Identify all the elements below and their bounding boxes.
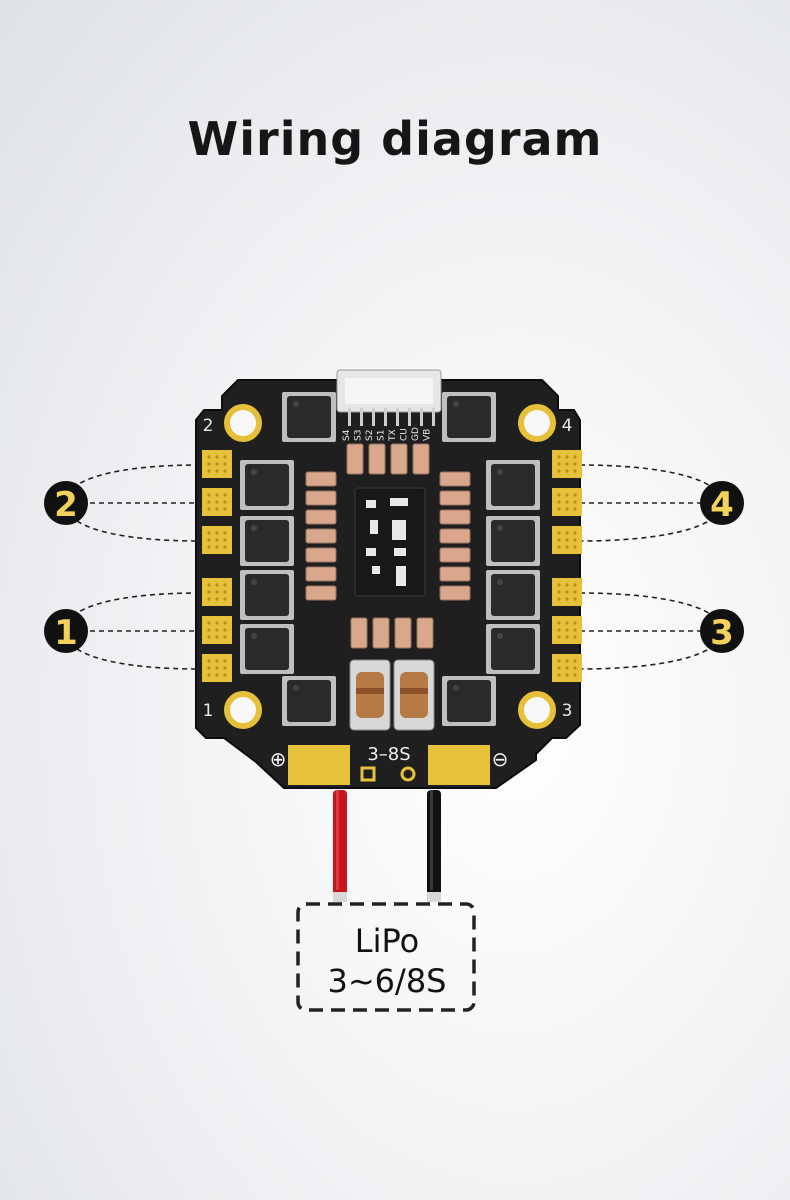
battery-pads: [288, 745, 490, 785]
motor-badge-3: 3: [700, 609, 744, 653]
mounting-holes: [224, 404, 556, 729]
capacitor: [439, 566, 471, 582]
positive-wire: [333, 790, 347, 898]
capacitor: [305, 547, 337, 563]
negative-wire: [427, 790, 441, 898]
signal-label-s1: S1: [377, 430, 387, 441]
positive-symbol: ⊕: [270, 747, 287, 771]
capacitor: [305, 471, 337, 487]
motor-badge-2: 2: [44, 481, 88, 525]
corner-label-1: 1: [203, 701, 214, 721]
capacitor: [350, 617, 368, 649]
signal-label-s4: S4: [342, 429, 352, 441]
corner-label-3: 3: [562, 701, 573, 721]
negative-symbol: ⊖: [492, 747, 509, 771]
corner-label-2: 2: [203, 416, 214, 436]
motor-number-4: 4: [710, 485, 734, 525]
capacitors: [305, 443, 471, 649]
motor-wires-right: [579, 464, 723, 670]
capacitor: [412, 443, 430, 475]
capacitor: [416, 617, 434, 649]
motor-badge-4: 4: [700, 481, 744, 525]
motor-badge-1: 1: [44, 609, 88, 653]
signal-label-tx: TX: [388, 429, 398, 442]
capacitor: [368, 443, 386, 475]
motor-number-3: 3: [710, 613, 734, 653]
signal-connector: [336, 369, 442, 426]
capacitor: [305, 509, 337, 525]
capacitor: [372, 617, 390, 649]
page-title: Wiring diagram: [187, 112, 603, 166]
mosfets: [240, 392, 540, 726]
motor-number-2: 2: [54, 485, 78, 525]
capacitor: [439, 585, 471, 601]
voltage-label: 3–8S: [367, 744, 410, 765]
battery-box: [296, 902, 476, 1012]
capacitor: [305, 528, 337, 544]
signal-label-vb: VB: [423, 429, 433, 441]
corner-label-4: 4: [562, 416, 573, 436]
capacitor: [439, 490, 471, 506]
battery-cells: 3~6/8S: [328, 962, 447, 1000]
motor-number-1: 1: [54, 613, 78, 653]
capacitor: [439, 528, 471, 544]
signal-label-s2: S2: [365, 430, 375, 441]
capacitor: [346, 443, 364, 475]
signal-label-cu: CU: [400, 428, 410, 441]
inductors: [349, 659, 435, 731]
capacitor: [305, 490, 337, 506]
signal-label-s3: S3: [354, 430, 364, 441]
capacitor: [439, 547, 471, 563]
capacitor: [439, 509, 471, 525]
capacitor: [439, 471, 471, 487]
capacitor: [394, 617, 412, 649]
capacitor: [305, 585, 337, 601]
signal-label-gd: GD: [411, 427, 421, 441]
battery-type: LiPo: [355, 922, 419, 960]
capacitor: [305, 566, 337, 582]
capacitor: [390, 443, 408, 475]
